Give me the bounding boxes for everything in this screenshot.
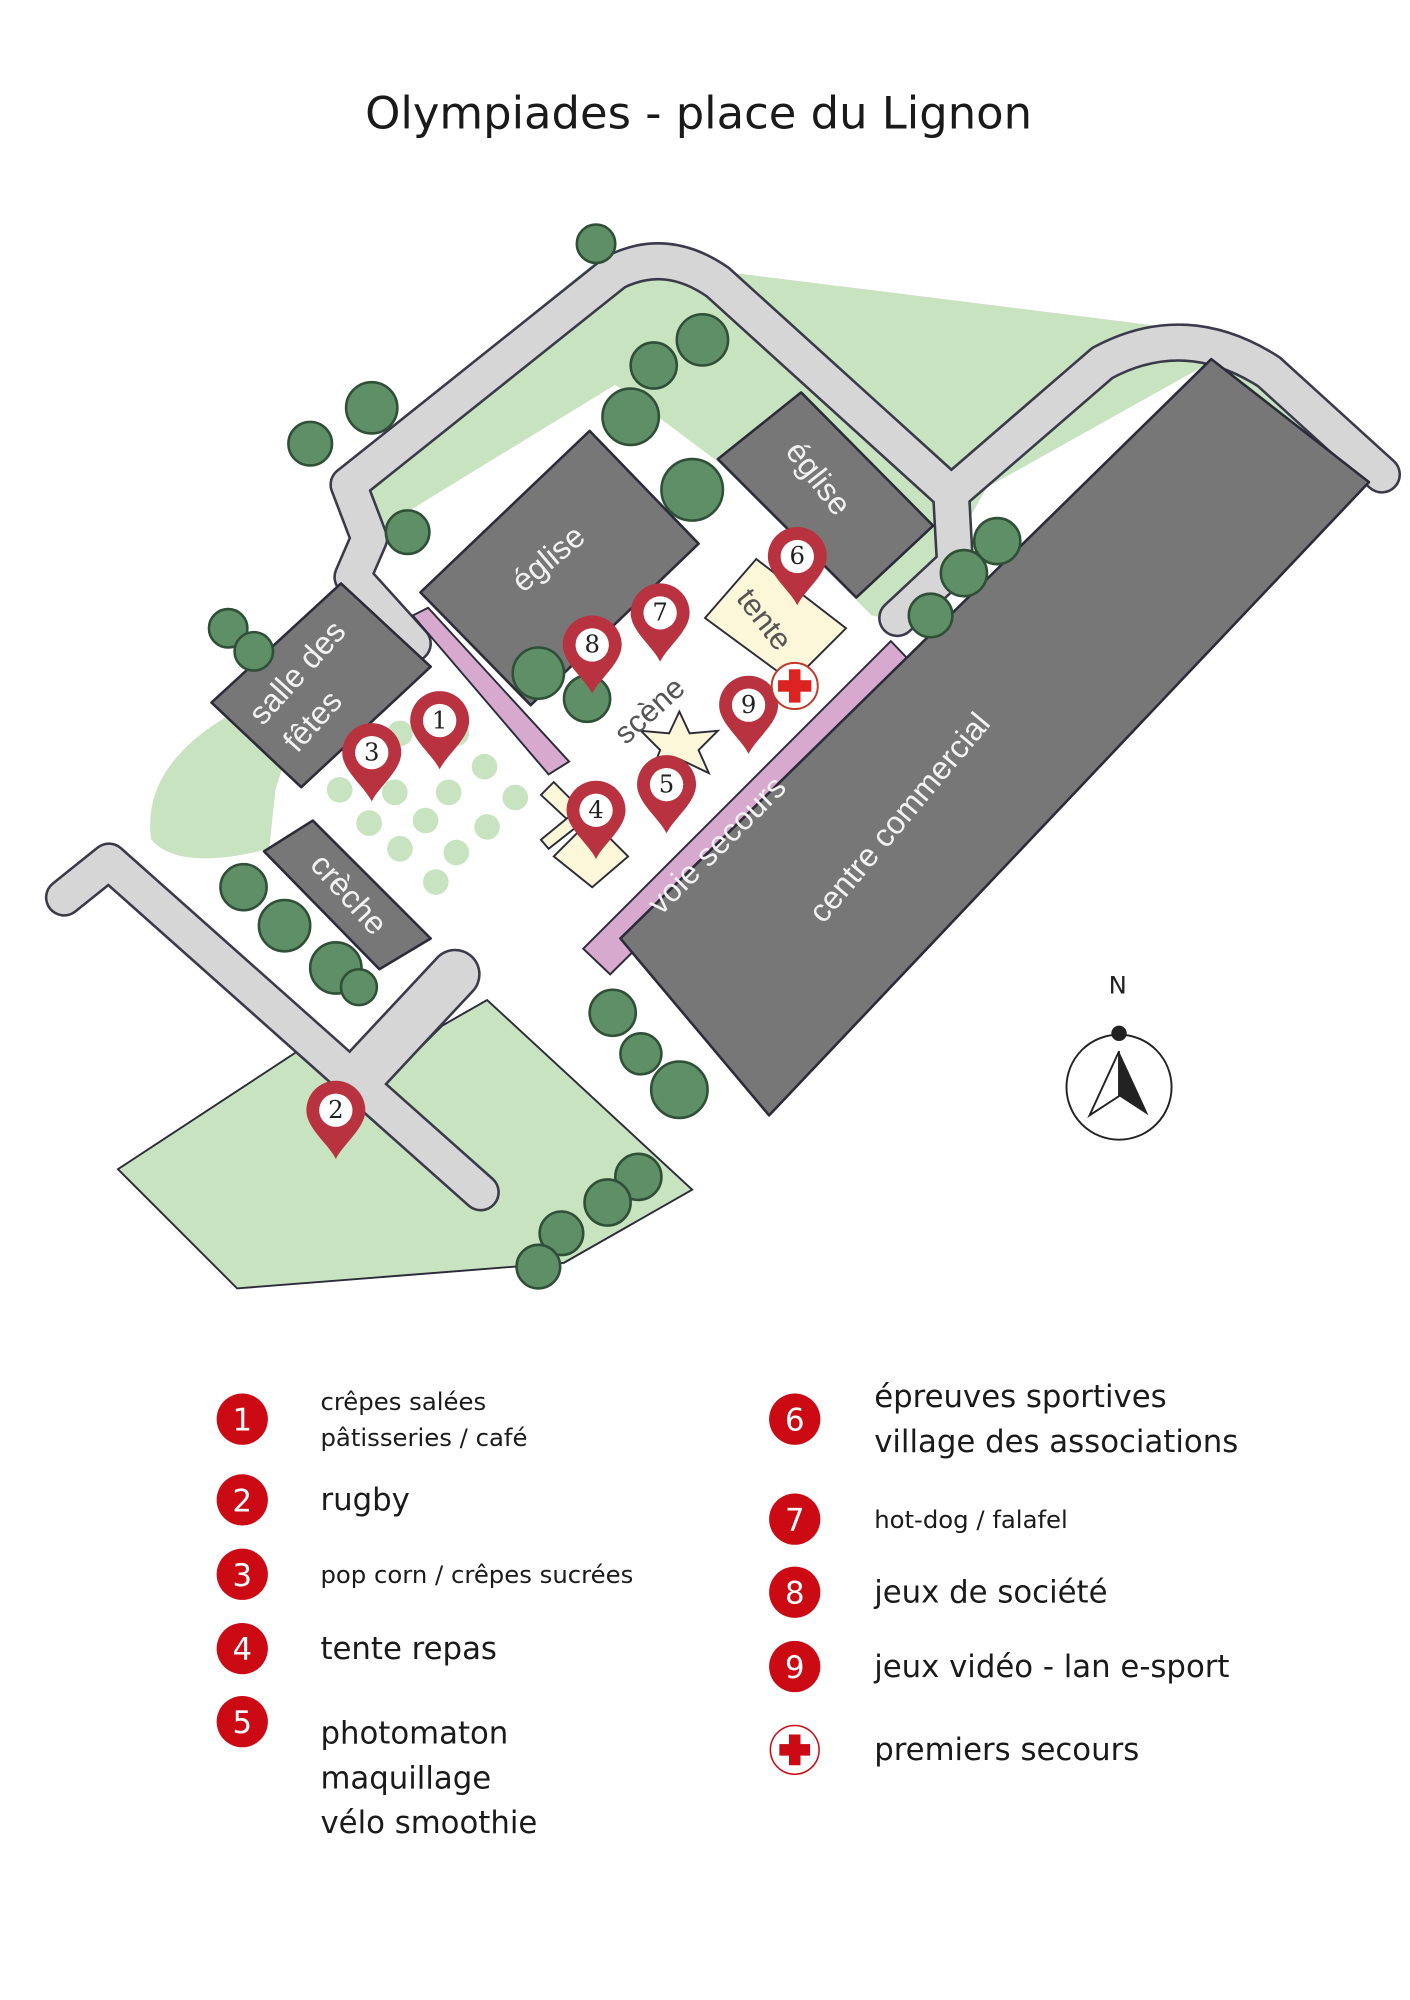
pin-number: 9 (741, 690, 756, 719)
map-marker-9[interactable]: 9 (719, 675, 779, 754)
legend-number: 5 (232, 1705, 252, 1741)
legend-number: 1 (232, 1403, 252, 1439)
legend-item-7: 7 hot-dog / falafel (769, 1493, 1068, 1545)
legend-item-4: 4 tente repas (216, 1622, 497, 1675)
legend-label: maquillage (320, 1760, 491, 1796)
legend-item-5: 5 photomaton maquillage vélo smoothie (216, 1696, 537, 1841)
map-marker-7[interactable]: 7 (630, 583, 690, 662)
compass-dot (1111, 1025, 1127, 1042)
map-markers: 1 2 3 4 5 6 7 8 9 (306, 527, 827, 1159)
legend-item-2: 2 rugby (216, 1474, 410, 1526)
map-marker-4[interactable]: 4 (566, 780, 626, 859)
map-marker-8[interactable]: 8 (562, 615, 622, 694)
legend-badge (769, 1566, 821, 1618)
building-eglise-main (419, 429, 700, 707)
legend-label: pop corn / crêpes sucrées (320, 1560, 633, 1589)
legend-item-6: 6 épreuves sportives village des associati… (769, 1379, 1238, 1460)
legend-item-3: 3 pop corn / crêpes sucrées (216, 1548, 633, 1600)
building-creche (262, 819, 432, 971)
legend-label: crêpes salées (320, 1387, 486, 1416)
legend-label: jeux vidéo - lan e-sport (873, 1649, 1229, 1685)
compass-north-label: N (1109, 971, 1127, 1000)
pin-center (579, 793, 613, 827)
first-aid-icon[interactable] (770, 661, 819, 710)
legend-badge (216, 1548, 268, 1600)
pin-number: 6 (790, 541, 805, 570)
grass-west (150, 718, 295, 859)
map-marker-6[interactable]: 6 (767, 527, 827, 606)
legend-number: 3 (232, 1558, 252, 1594)
pin-number: 8 (584, 630, 600, 659)
pin-center (423, 703, 457, 738)
page-title: Olympiades - place du Lignon (365, 86, 1032, 139)
legend-badge (216, 1393, 268, 1445)
legend-badge (216, 1622, 268, 1675)
legend-number: 6 (785, 1403, 805, 1439)
legend-badge (769, 1640, 821, 1693)
pin-number: 4 (588, 795, 604, 824)
legend-number: 2 (232, 1483, 252, 1519)
building-salle-des-fetes (210, 582, 432, 789)
pin-number: 2 (328, 1095, 344, 1124)
legend-badge (769, 1493, 821, 1545)
legend-badge (216, 1474, 268, 1526)
legend-label: jeux de société (873, 1574, 1107, 1610)
compass: N (1065, 971, 1173, 1141)
legend-label: rugby (320, 1482, 409, 1518)
pin-center (780, 539, 814, 574)
pin-center (575, 628, 609, 662)
map-marker-3[interactable]: 3 (342, 723, 402, 802)
legend-label: village des associations (874, 1424, 1238, 1460)
first-aid-icon (769, 1724, 820, 1775)
legend-label: hot-dog / falafel (874, 1505, 1068, 1534)
pin-number: 5 (659, 769, 674, 798)
legend-item-8: 8 jeux de société (769, 1566, 1108, 1618)
pin-center (355, 735, 389, 770)
legend-label: vélo smoothie (320, 1805, 537, 1841)
legend-item-9: 9 jeux vidéo - lan e-sport (769, 1640, 1229, 1693)
pin-number: 1 (432, 705, 448, 734)
pin-number: 7 (652, 598, 668, 627)
legend-number: 8 (785, 1576, 805, 1612)
pink-path (411, 606, 571, 776)
legend-item-first-aid-icon: premiers secours (769, 1724, 1139, 1775)
legend-label: épreuves sportives (874, 1379, 1166, 1415)
map-marker-5[interactable]: 5 (637, 755, 697, 834)
pin-center (731, 688, 766, 722)
legend-label: photomaton (320, 1715, 508, 1751)
legend-label: tente repas (320, 1631, 496, 1667)
legend-badge (769, 1393, 821, 1445)
legend-number: 9 (785, 1650, 805, 1686)
pin-center (319, 1093, 353, 1127)
trees (207, 223, 1022, 1290)
compass-arrow-light (1087, 1050, 1120, 1118)
pin-center (649, 767, 684, 802)
legend-label: premiers secours (874, 1732, 1139, 1768)
pin-center (643, 596, 677, 630)
legend-item-1: 1 crêpes salées pâtisseries / café (216, 1387, 527, 1452)
legend-label: pâtisseries / café (320, 1423, 527, 1452)
site-map: église église salle des fêtes crèche ten… (44, 223, 1402, 1290)
pin-number: 3 (364, 737, 380, 766)
legend-number: 7 (785, 1503, 805, 1539)
compass-arrow-dark (1119, 1051, 1149, 1116)
roads (44, 242, 1402, 1212)
map-marker-2[interactable]: 2 (306, 1080, 366, 1159)
tent-6 (703, 557, 848, 684)
legend: 1 crêpes salées pâtisseries / café 2 rugby 3 p… (216, 1379, 1238, 1841)
legend-badge (216, 1696, 268, 1748)
map-marker-1[interactable]: 1 (410, 691, 470, 770)
legend-number: 4 (232, 1632, 252, 1668)
